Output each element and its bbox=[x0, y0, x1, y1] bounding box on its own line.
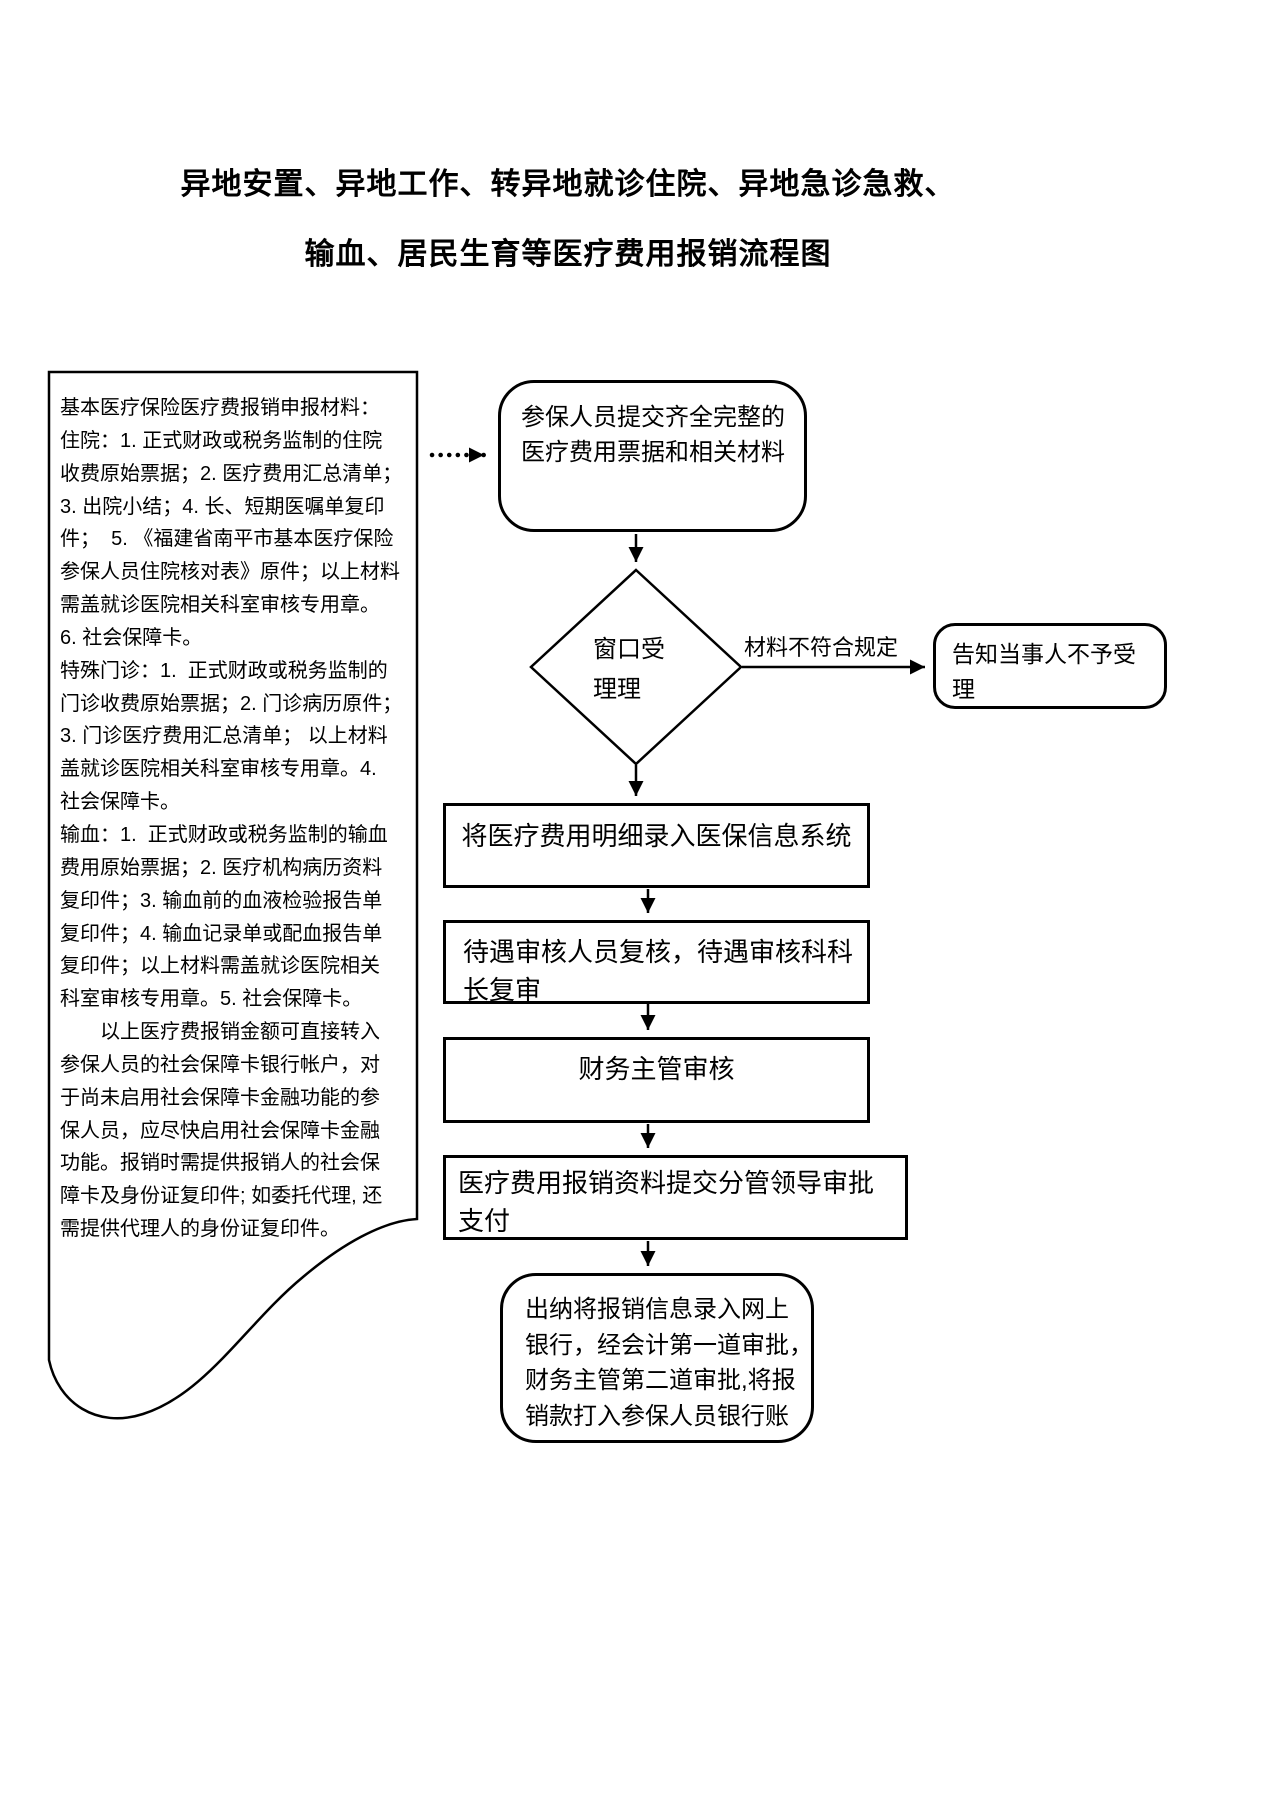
note-line: 参保人员住院核对表》原件；以上材料 bbox=[60, 561, 400, 584]
note-line: 复印件；3. 输血前的血液检验报告单 bbox=[60, 889, 383, 912]
note-line: 输血：1. 正式财政或税务监制的输血 bbox=[60, 823, 388, 846]
note-line: 特殊门诊：1. 正式财政或税务监制的 bbox=[60, 659, 388, 682]
note-line: 障卡及身份证复印件; 如委托代理, 还 bbox=[60, 1185, 383, 1208]
note-line: 费用原始票据；2. 医疗机构病历资料 bbox=[60, 856, 383, 879]
page-title-line-1: 异地安置、异地工作、转异地就诊住院、异地急诊急救、 bbox=[180, 168, 956, 201]
materials-note-document-shape bbox=[47, 370, 419, 1420]
start-box: 参保人员提交齐全完整的 医疗费用票据和相关材料 bbox=[498, 380, 807, 532]
note-line: 社会保障卡。 bbox=[60, 791, 180, 814]
note-line: 复印件；4. 输血记录单或配血报告单 bbox=[60, 922, 383, 945]
end-box: 出纳将报销信息录入网上 银行，经会计第一道审批， 财务主管第二道审批,将报 销款… bbox=[500, 1273, 814, 1443]
materials-note-text: 基本医疗保险医疗费报销申报材料： 住院：1. 正式财政或税务监制的住院收费原始票据… bbox=[60, 392, 414, 1246]
note-line: 以上医疗费报销金额可直接转入 bbox=[60, 1021, 380, 1044]
step2-box-label: 待遇审核人员复核，待遇审核科科 长复审 bbox=[463, 937, 854, 1005]
step3-box-label: 财务主管审核 bbox=[578, 1054, 735, 1084]
note-line: 保人员，应尽快启用社会保障卡金融 bbox=[60, 1119, 380, 1142]
page-title-line-2: 输血、居民生育等医疗费用报销流程图 bbox=[304, 238, 832, 271]
note-line: 科室审核专用章。5. 社会保障卡。 bbox=[60, 988, 363, 1011]
page-title: 异地安置、异地工作、转异地就诊住院、异地急诊急救、 输血、居民生育等医疗费用报销… bbox=[0, 150, 1136, 290]
note-line: 3. 出院小结；4. 长、短期医嘱单复印 bbox=[60, 495, 385, 518]
note-line: 3. 门诊医疗费用汇总清单； 以上材料 bbox=[60, 725, 388, 748]
note-line: 收费原始票据；2. 医疗费用汇总清单； bbox=[60, 462, 403, 485]
note-line: 参保人员的社会保障卡银行帐户，对 bbox=[60, 1053, 380, 1076]
note-line: 复印件；以上材料需盖就诊医院相关 bbox=[60, 955, 380, 978]
note-line: 盖就诊医院相关科室审核专用章。4. bbox=[60, 758, 377, 781]
step4-box-label: 医疗费用报销资料提交分管领导审批 支付 bbox=[458, 1168, 875, 1236]
step1-box: 将医疗费用明细录入医保信息系统 bbox=[443, 803, 870, 888]
end-box-label: 出纳将报销信息录入网上 银行，经会计第一道审批， 财务主管第二道审批,将报 销款… bbox=[525, 1296, 813, 1430]
step3-box: 财务主管审核 bbox=[443, 1037, 870, 1123]
note-line: 需提供代理人的身份证复印件。 bbox=[60, 1218, 340, 1241]
reject-box-label: 告知当事人不予受 理 bbox=[952, 641, 1136, 702]
reject-box: 告知当事人不予受 理 bbox=[933, 623, 1167, 709]
step4-box: 医疗费用报销资料提交分管领导审批 支付 bbox=[443, 1155, 908, 1240]
note-line: 门诊收费原始票据；2. 门诊病历原件； bbox=[60, 692, 403, 715]
note-line: 6. 社会保障卡。 bbox=[60, 626, 203, 649]
step2-box: 待遇审核人员复核，待遇审核科科 长复审 bbox=[443, 920, 870, 1005]
decision-label: 窗口受 理理 bbox=[593, 636, 665, 703]
start-box-label: 参保人员提交齐全完整的 医疗费用票据和相关材料 bbox=[521, 404, 785, 466]
note-line: 需盖就诊医院相关科室审核专用章。 bbox=[60, 594, 380, 617]
note-line: 件； 5. 《福建省南平市基本医疗保险 bbox=[60, 528, 394, 551]
step1-box-label: 将医疗费用明细录入医保信息系统 bbox=[461, 821, 852, 851]
note-line: 住院：1. 正式财政或税务监制的住院 bbox=[60, 429, 383, 452]
note-line: 功能。报销时需提供报销人的社会保 bbox=[60, 1152, 380, 1175]
decision-diamond-shape bbox=[529, 568, 743, 766]
note-line: 于尚未启用社会保障卡金融功能的参 bbox=[60, 1086, 380, 1109]
note-line: 基本医疗保险医疗费报销申报材料： bbox=[60, 397, 380, 419]
reject-edge-label: 材料不符合规定 bbox=[744, 635, 899, 660]
